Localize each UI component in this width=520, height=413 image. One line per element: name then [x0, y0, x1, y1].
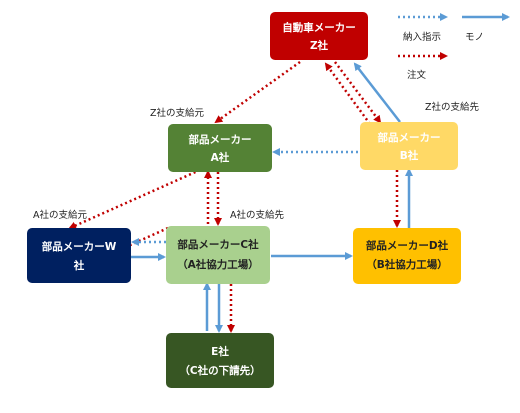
node-subtitle: A社	[211, 151, 230, 164]
legend: 納入指示 モノ 注文	[398, 13, 510, 81]
node-box	[353, 228, 461, 284]
node-title: E社	[211, 345, 229, 358]
node-title: 部品メーカー	[378, 131, 441, 144]
order-arrow-a-to-w	[68, 168, 201, 230]
node-box	[27, 228, 131, 283]
node-box	[270, 12, 368, 60]
node-box	[166, 226, 270, 284]
node-b-parts-maker: 部品メーカー B社	[360, 122, 458, 170]
node-w-parts-maker: 部品メーカーW 社	[27, 228, 131, 283]
node-subtitle: （A社協力工場）	[177, 258, 259, 271]
node-subtitle: （C社の下請先）	[179, 364, 260, 377]
node-a-parts-maker: 部品メーカー A社	[168, 124, 272, 172]
node-z-automaker: 自動車メーカー Z社	[270, 12, 368, 60]
legend-goods-label: モノ	[465, 32, 484, 43]
node-subtitle: 社	[73, 259, 85, 272]
label-z-supply-origin: Z社の支給元	[150, 107, 205, 119]
node-e-subcontractor: E社 （C社の下請先）	[166, 333, 274, 388]
node-d-parts-maker: 部品メーカーD社 （B社協力工場）	[353, 228, 461, 284]
node-box	[168, 124, 272, 172]
node-title: 部品メーカーW	[42, 240, 117, 253]
edges	[68, 60, 413, 333]
node-subtitle: B社	[400, 149, 419, 162]
label-z-supply-destination: Z社の支給先	[425, 101, 480, 113]
node-title: 部品メーカーC社	[177, 238, 259, 251]
legend-instruction-label: 納入指示	[403, 31, 441, 43]
goods-arrow-b-to-z	[353, 62, 401, 123]
label-a-supply-origin: A社の支給元	[33, 209, 87, 221]
node-box	[166, 333, 274, 388]
node-c-parts-maker: 部品メーカーC社 （A社協力工場）	[166, 226, 270, 284]
node-subtitle: Z社	[310, 39, 329, 52]
legend-order-label: 注文	[407, 69, 427, 81]
order-arrow-z-to-b	[334, 61, 382, 124]
node-title: 部品メーカーD社	[366, 239, 449, 252]
node-subtitle: （B社協力工場）	[366, 258, 448, 271]
node-box	[360, 122, 458, 170]
label-a-supply-destination: A社の支給先	[230, 209, 284, 221]
order-arrow-z-to-a	[214, 60, 301, 124]
node-title: 部品メーカー	[189, 133, 252, 146]
node-title: 自動車メーカー	[282, 21, 356, 34]
